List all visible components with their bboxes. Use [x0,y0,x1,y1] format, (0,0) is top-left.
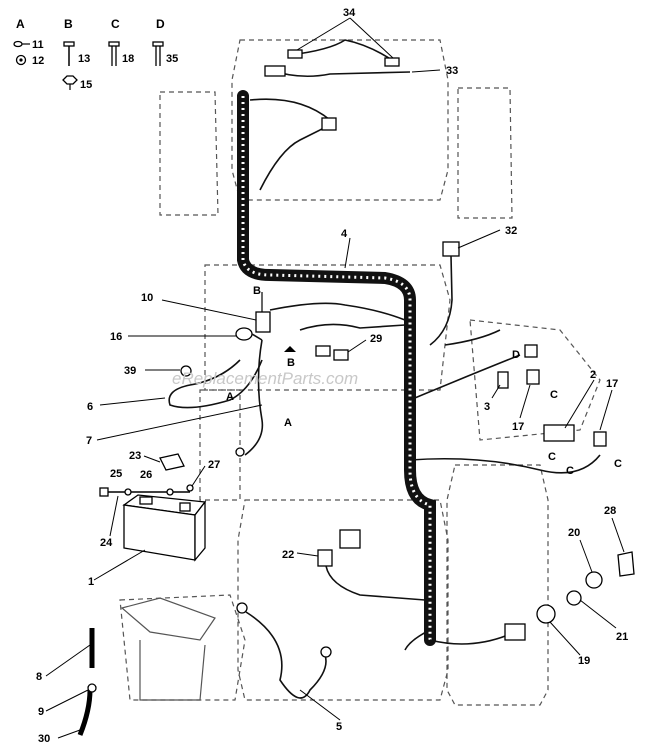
legend-part-11: 11 [32,39,44,51]
connector-c-3: C [566,465,574,477]
legend-part-12: 12 [32,55,44,67]
battery-tray [120,597,216,701]
callout-10: 10 [141,292,153,304]
callout-4: 4 [341,228,348,240]
ground-wire [168,359,263,409]
switch-bezel [585,571,603,589]
tie-icon [152,41,164,66]
callout-30: 30 [38,733,50,745]
callout-1: 1 [88,576,94,588]
callout-26: 26 [140,469,152,481]
switch-nut [566,590,582,606]
callout-27: 27 [208,459,220,471]
battery-hardware [99,484,194,497]
bolt-icon [63,41,75,66]
callout-17-right: 17 [606,378,618,390]
callout-3: 3 [484,401,490,413]
terminal-icon [108,41,120,66]
callout-8: 8 [36,671,42,683]
connector-d [524,344,538,358]
connector-letters: B B A A D C C C C [226,285,622,477]
legend-letter-a: A [16,17,25,31]
callout-5: 5 [336,721,342,733]
screw-icon [13,40,30,48]
connector-a-right: A [284,417,292,429]
callout-22: 22 [282,549,294,561]
callouts: 34 33 4 32 10 16 29 39 6 7 3 17 2 17 23 … [36,7,628,745]
key-switch [536,604,556,624]
callout-33: 33 [446,65,458,77]
callout-7: 7 [86,435,92,447]
pto-switch [429,241,460,346]
legend-letter-d: D [156,17,165,31]
headlight-connector-right [384,57,400,67]
connector-c-2: C [548,451,556,463]
callout-34: 34 [343,7,356,19]
main-wiring-harness [237,90,436,646]
dash-wiring [269,302,607,474]
harness-connector [321,117,337,131]
ignition-key [617,551,635,577]
watermark: eReplacementParts.com [172,369,358,388]
callout-21: 21 [616,631,628,643]
seat-switch [593,431,607,447]
legend-letter-c: C [111,17,120,31]
callout-20: 20 [568,527,580,539]
connector-c-4: C [614,458,622,470]
callout-29: 29 [370,333,382,345]
connector-d: D [512,349,520,361]
callout-24: 24 [100,537,113,549]
callout-17-left: 17 [512,421,524,433]
relay [526,369,540,385]
terminal-cover [159,453,185,471]
leader-lines [45,17,625,739]
callout-19: 19 [578,655,590,667]
nut-icon [62,75,78,90]
callout-32: 32 [505,225,517,237]
callout-23: 23 [129,450,141,462]
connector-c-1: C [550,389,558,401]
connector-a-left: A [226,391,234,403]
rear-connector [504,623,526,641]
harness-plug [264,65,286,77]
connector-b-low: B [287,357,295,369]
ground-cable [236,602,332,699]
legend-part-18: 18 [122,53,134,65]
ring-terminal [235,327,263,341]
starter-solenoid [317,529,426,601]
callout-39: 39 [124,365,136,377]
ignition-bracket [543,424,575,442]
legend-part-15: 15 [80,79,92,91]
callout-25: 25 [110,468,122,480]
solenoid-bracket [497,371,509,389]
connector-b-top: B [253,285,261,297]
lockwasher-icon [15,54,27,66]
headlight-connector-left [287,49,303,59]
callout-9: 9 [38,706,44,718]
callout-6: 6 [87,401,93,413]
legend-letter-b: B [64,17,73,31]
rear-wiring [404,551,635,651]
callout-28: 28 [604,505,616,517]
callout-16: 16 [110,331,122,343]
callout-2: 2 [590,369,596,381]
legend-part-35: 35 [166,53,178,65]
hardware-legend: A B C D 11 12 13 15 18 35 [13,17,178,91]
legend-part-13: 13 [78,53,90,65]
headlight-harness [249,39,411,191]
battery-cable [235,339,264,457]
battery [122,494,207,562]
fuse-connectors [315,345,349,361]
fuel-line [77,628,97,736]
ignition-module [255,292,296,352]
